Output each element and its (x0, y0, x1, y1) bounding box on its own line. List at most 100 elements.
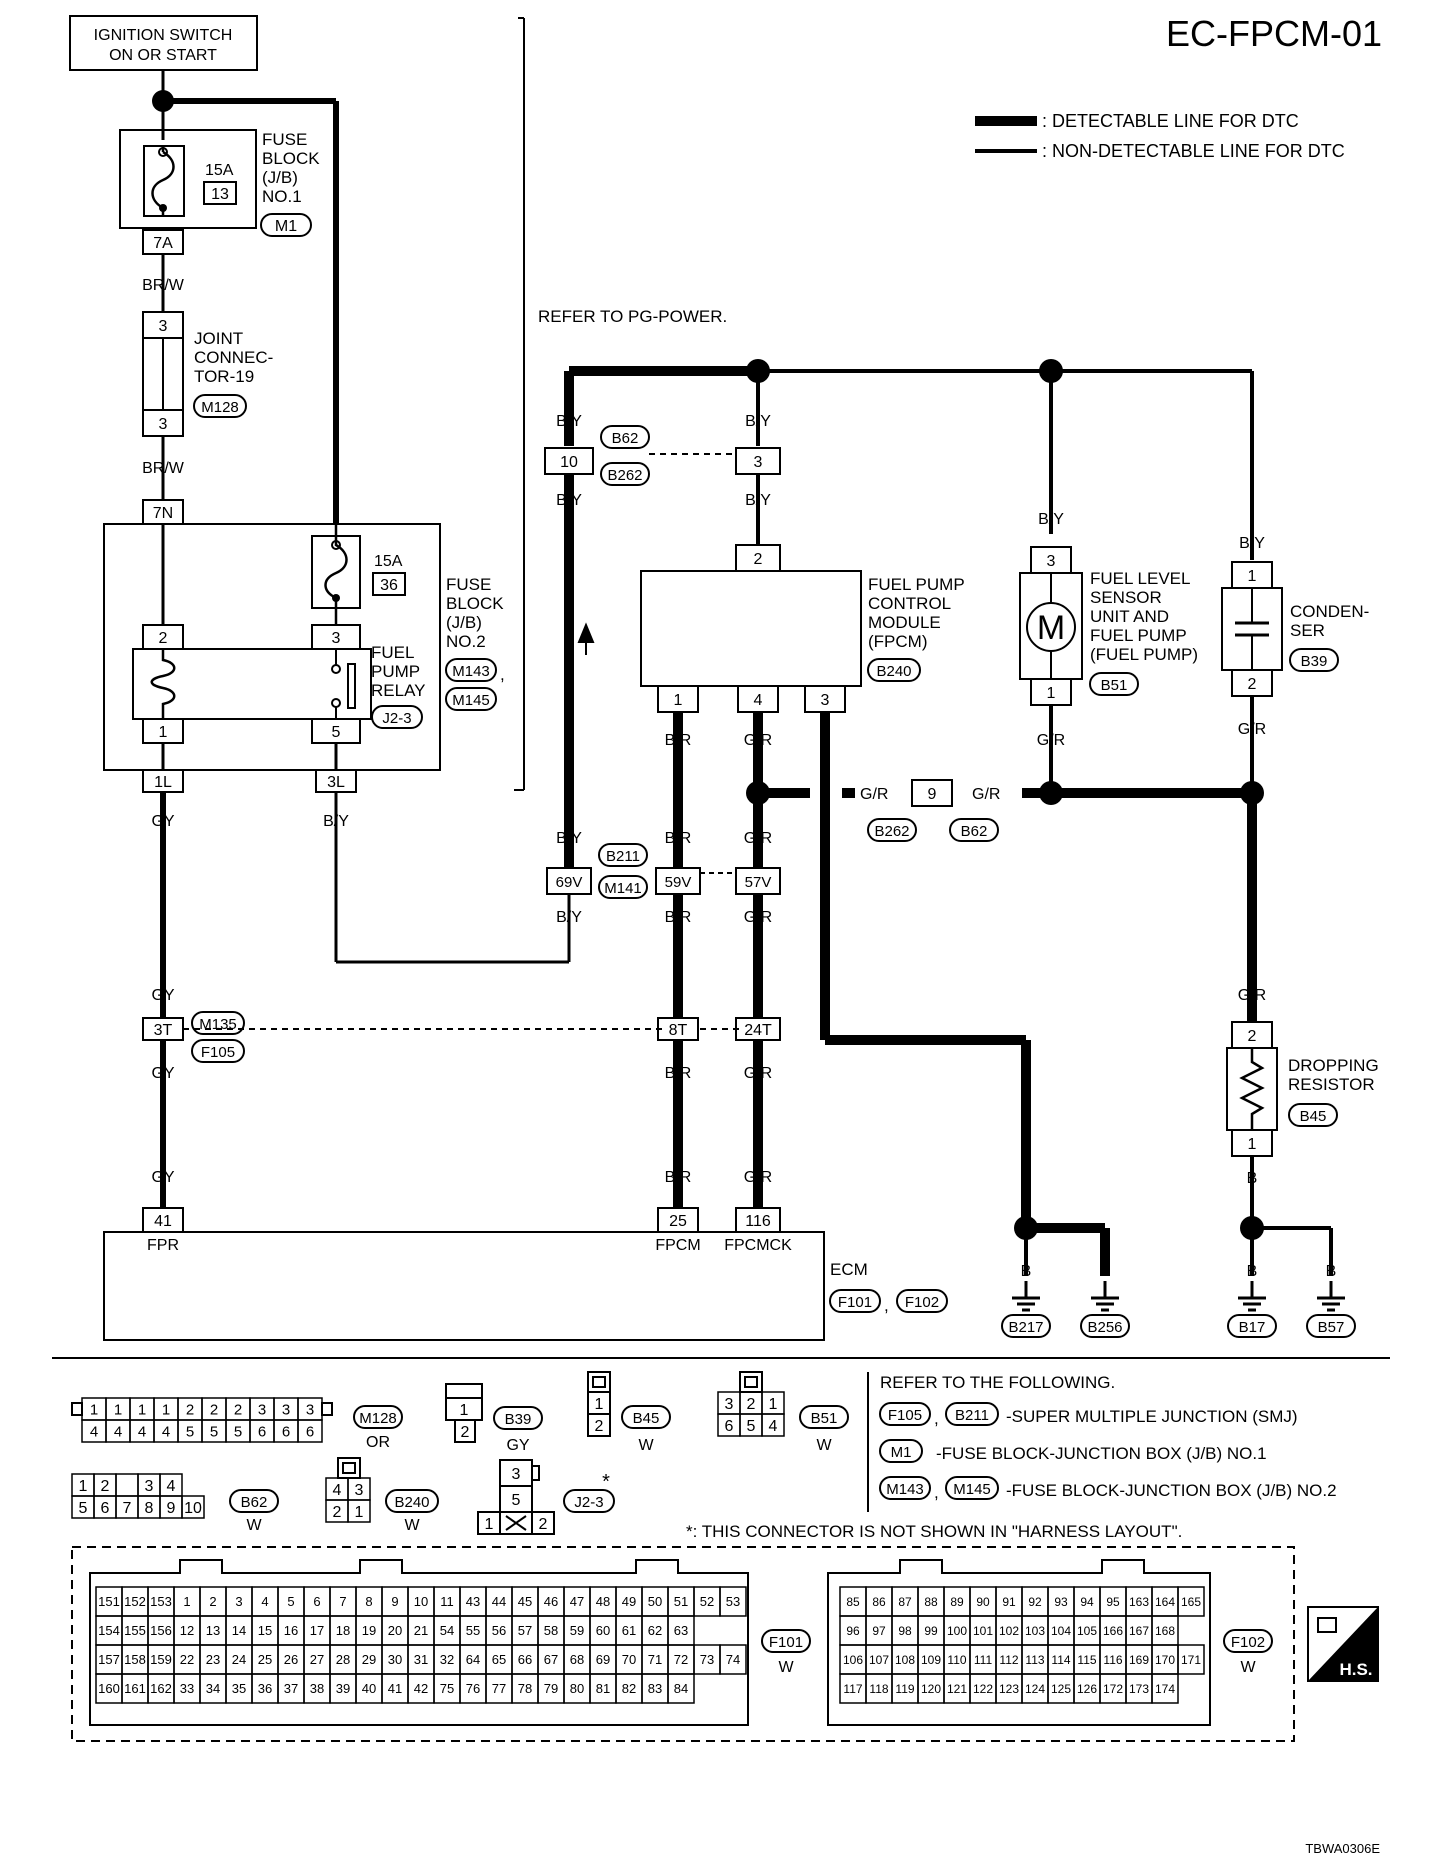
pin-number: 110 (947, 1653, 966, 1667)
svg-text:B/Y: B/Y (556, 909, 582, 926)
svg-text:W: W (816, 1437, 832, 1454)
pin-number: 6 (282, 1423, 290, 1440)
svg-text:FPR: FPR (147, 1237, 179, 1254)
pin-number: 1 (114, 1401, 122, 1418)
pin-number: 5 (747, 1418, 756, 1435)
pin-number: 170 (1155, 1653, 1175, 1667)
pin-number: 167 (1129, 1624, 1149, 1638)
pin-cell (1177, 1586, 1205, 1617)
svg-text:59V: 59V (665, 874, 692, 891)
svg-text:B51: B51 (1101, 677, 1128, 694)
pin-number: 18 (336, 1623, 350, 1638)
pin-number: 174 (1155, 1682, 1175, 1696)
svg-text:B/R: B/R (665, 1065, 692, 1082)
svg-text:G/R: G/R (1037, 732, 1065, 749)
svg-text:B262: B262 (874, 823, 909, 840)
ignition-switch: IGNITION SWITCH ON OR START (69, 15, 258, 71)
svg-text:JOINT: JOINT (194, 329, 243, 348)
pin-cell (667, 1673, 695, 1704)
pin-number: 158 (124, 1652, 146, 1667)
pin-number: 61 (622, 1623, 636, 1638)
pin-number: 5 (210, 1423, 218, 1440)
pin-number: 33 (180, 1681, 194, 1696)
pin-number: 103 (1025, 1624, 1045, 1638)
pin-number: 82 (622, 1681, 636, 1696)
svg-text:G/R: G/R (744, 830, 772, 847)
fuse-block-1: 15A 13 FUSE BLOCK (J/B) NO.1 M1 (119, 129, 320, 237)
pin-number: 32 (440, 1652, 454, 1667)
refer-list: REFER TO THE FOLLOWING. F105 , B211 -SUP… (867, 1372, 1337, 1512)
pin-cell (719, 1644, 747, 1675)
pin-number: 41 (388, 1681, 402, 1696)
pin-number: 165 (1181, 1595, 1201, 1609)
pin-number: 88 (924, 1595, 938, 1609)
pin-number: 22 (180, 1652, 194, 1667)
svg-text:GY: GY (506, 1437, 529, 1454)
pin-number: 112 (999, 1653, 1018, 1667)
pin-number: 52 (700, 1594, 714, 1609)
svg-text:M143: M143 (886, 1481, 924, 1498)
svg-text:-FUSE BLOCK-JUNCTION BOX (J/B): -FUSE BLOCK-JUNCTION BOX (J/B) NO.2 (1006, 1481, 1337, 1500)
pin-number: 36 (258, 1681, 272, 1696)
fuel-pump-motor-icon (1026, 602, 1076, 652)
svg-text:ECM: ECM (830, 1260, 868, 1279)
svg-text:1: 1 (1248, 568, 1257, 585)
pin-number: 1 (355, 1504, 364, 1521)
svg-text:2: 2 (539, 1516, 548, 1533)
pin-number: 37 (284, 1681, 298, 1696)
svg-text:B/R: B/R (665, 830, 692, 847)
pin-number: 40 (362, 1681, 376, 1696)
svg-text:8T: 8T (669, 1022, 688, 1039)
pin-number: 98 (898, 1624, 912, 1638)
pin-number: 44 (492, 1594, 506, 1609)
pin-number: 116 (1103, 1653, 1122, 1667)
b45-face: 1 2 B45 W (587, 1371, 671, 1454)
svg-text:3L: 3L (327, 774, 345, 791)
pin-number: 5 (234, 1423, 242, 1440)
pin-number: 154 (98, 1623, 120, 1638)
svg-text:*: * (602, 1471, 610, 1493)
svg-text:B62: B62 (612, 430, 639, 447)
svg-text:5: 5 (332, 724, 341, 741)
svg-text:4: 4 (754, 692, 763, 709)
pin-number: 126 (1077, 1682, 1097, 1696)
pin-number: 6 (258, 1423, 266, 1440)
pin-number: 50 (648, 1594, 662, 1609)
pin-number: 100 (947, 1624, 967, 1638)
pin-number: 35 (232, 1681, 246, 1696)
pin-number: 123 (999, 1682, 1019, 1696)
svg-text:7N: 7N (153, 505, 173, 522)
pin-number: 4 (90, 1423, 98, 1440)
refer-pg-power: REFER TO PG-POWER. (538, 307, 727, 326)
pin-number: 10 (184, 1500, 202, 1517)
svg-text:2: 2 (159, 630, 168, 647)
svg-text:W: W (638, 1437, 654, 1454)
ecm: 41 25 116 FPR FPCM FPCMCK ECM F101 , F10… (103, 1207, 948, 1341)
legend-detectable: : DETECTABLE LINE FOR DTC (1042, 111, 1299, 131)
svg-text:,: , (934, 1483, 939, 1502)
ground-b217-b256: B B B217 B256 (1001, 1216, 1130, 1338)
svg-text:B/R: B/R (665, 1169, 692, 1186)
pin-number: 3 (145, 1478, 154, 1495)
svg-text:B256: B256 (1087, 1319, 1122, 1336)
svg-text:2: 2 (1248, 1028, 1257, 1045)
svg-text:CONDEN-: CONDEN- (1290, 602, 1369, 621)
svg-text:FUEL PUMP: FUEL PUMP (1090, 626, 1187, 645)
pin-number: 16 (284, 1623, 298, 1638)
svg-text:3: 3 (332, 630, 341, 647)
pin-number: 38 (310, 1681, 324, 1696)
svg-text:CONTROL: CONTROL (868, 594, 951, 613)
pin-number: 172 (1103, 1682, 1123, 1696)
pin-number: 1 (183, 1594, 190, 1609)
pin-number: 6 (313, 1594, 320, 1609)
svg-text:2: 2 (1248, 676, 1257, 693)
pin-number: 58 (544, 1623, 558, 1638)
svg-text:B/Y: B/Y (556, 830, 582, 847)
svg-text:M1: M1 (891, 1444, 912, 1461)
svg-text:7A: 7A (153, 235, 173, 252)
svg-text:G/R: G/R (744, 909, 772, 926)
svg-text:B17: B17 (1239, 1319, 1266, 1336)
svg-text:(J/B): (J/B) (262, 168, 298, 187)
pin-number: 83 (648, 1681, 662, 1696)
pin-number: 166 (1103, 1624, 1123, 1638)
